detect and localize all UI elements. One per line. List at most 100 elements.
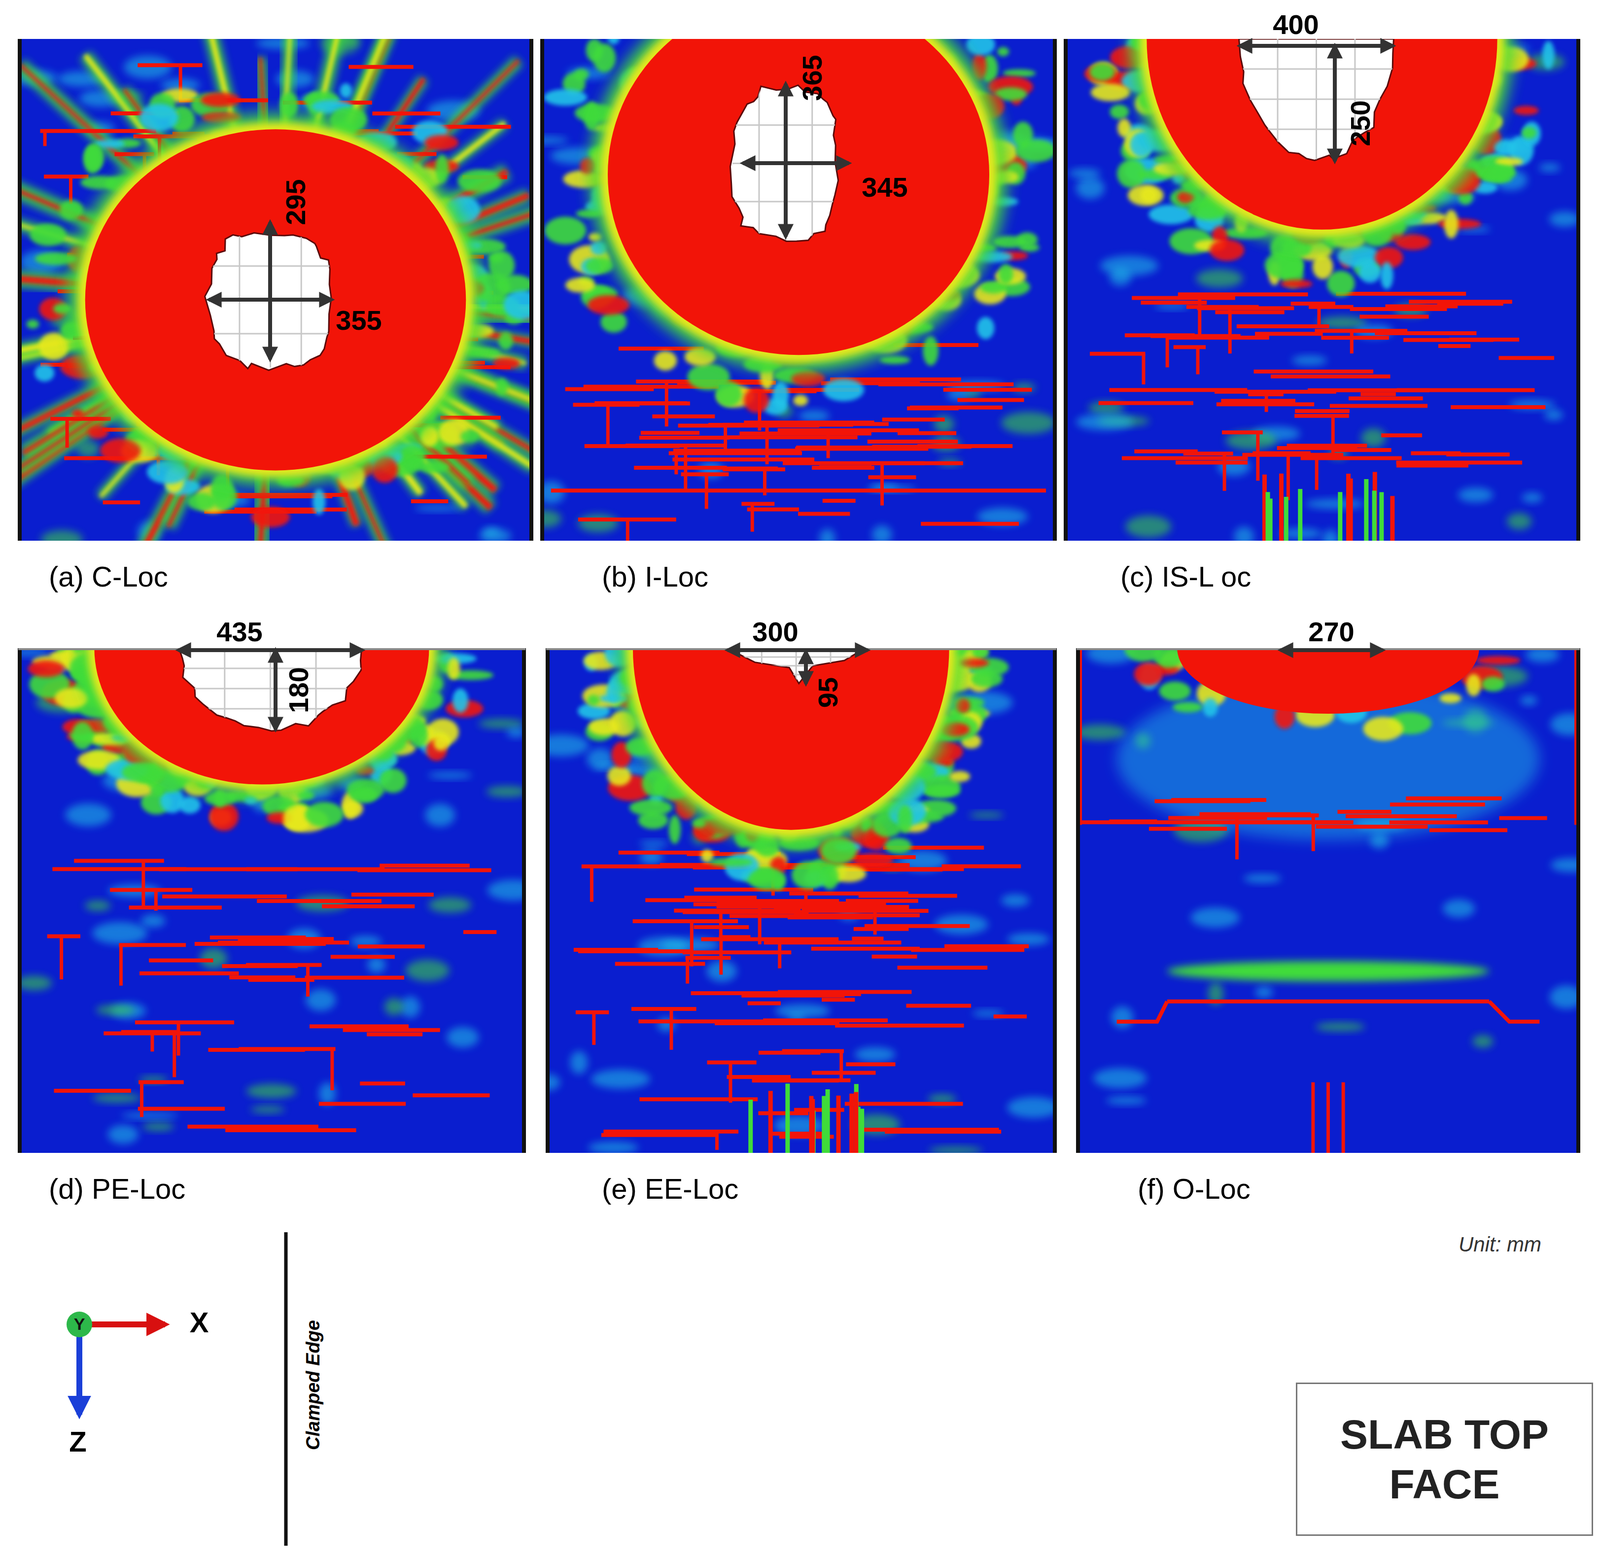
damage-speckle: [54, 688, 89, 709]
contour-patch: [1442, 899, 1475, 918]
crack-line: [785, 1083, 790, 1153]
crack-glow: [1498, 352, 1555, 363]
crack-line: [1363, 479, 1369, 541]
damage-fringe: [87, 648, 436, 791]
contour-patch: [40, 530, 83, 541]
clamped-edge: [521, 648, 526, 1153]
hole-grid: [1239, 38, 1394, 160]
damage-contour-panel: [1076, 648, 1580, 1153]
crack-line: [1438, 344, 1471, 348]
dimension-arrow: [273, 650, 278, 730]
damage-speckle: [339, 83, 352, 99]
crack-line: [372, 111, 441, 116]
damage-speckle: [607, 765, 631, 787]
dimension-value: 355: [335, 305, 382, 336]
crack-line: [944, 944, 1029, 949]
crack-line: [150, 1033, 154, 1052]
crack-glow: [135, 1017, 235, 1028]
damage-speckle: [1476, 165, 1516, 182]
crack-glow: [1197, 303, 1295, 314]
crack-glow: [758, 1047, 821, 1058]
crack-line: [1350, 307, 1448, 312]
crack-line: [715, 1131, 719, 1150]
damage-speckle: [884, 837, 912, 855]
damage-speckle: [949, 770, 971, 782]
crack-glow: [256, 896, 382, 906]
crack-line: [808, 1095, 814, 1153]
damage-speckle: [1444, 209, 1459, 239]
damage-contour-panel: [1064, 38, 1580, 541]
contour-patch: [1076, 176, 1105, 199]
crack-line: [868, 475, 916, 480]
crack-line: [1222, 453, 1227, 491]
unit-note: Unit: mm: [1458, 1233, 1542, 1256]
crack-glow: [897, 962, 988, 973]
crack-line: [1346, 473, 1351, 541]
crack-glow: [1381, 430, 1423, 441]
crack-glow: [581, 861, 661, 872]
contour-patch: [1125, 515, 1172, 538]
crack-glow: [1154, 796, 1251, 806]
contour-patch: [1196, 269, 1244, 288]
crack-line: [748, 1099, 753, 1153]
crack-line: [674, 453, 678, 475]
crack-line: [811, 465, 875, 470]
crack-line: [351, 892, 434, 897]
damage-fringe: [66, 112, 486, 488]
edge-legend-label: Clamped Edge: [303, 1320, 324, 1451]
damage-speckle: [59, 200, 84, 220]
crack-glow: [741, 498, 775, 509]
damage-fringe: [588, 38, 1009, 374]
crack-line: [463, 930, 497, 935]
crack-line: [1450, 405, 1546, 410]
crack-line: [882, 417, 945, 422]
damage-speckle: [71, 409, 84, 418]
crack-line: [141, 861, 145, 909]
crack-line: [795, 446, 929, 451]
hole-grid: [727, 648, 865, 684]
clamped-edge: [1063, 38, 1068, 541]
dimension-value: 270: [1308, 616, 1355, 648]
crack-line: [909, 405, 1003, 410]
crack-line: [52, 867, 187, 871]
crack-line: [747, 1001, 781, 1006]
dimension-arrow: [1280, 648, 1383, 653]
crack-glow: [858, 891, 958, 902]
crack-glow: [357, 941, 425, 952]
crack-glow: [668, 448, 802, 459]
contour-patch: [1520, 695, 1537, 706]
clamped-edge: [1576, 648, 1581, 1153]
clamped-edge: [17, 648, 22, 1153]
crack-line: [256, 899, 382, 904]
crack-line: [53, 1088, 131, 1093]
crack-line: [920, 521, 1019, 526]
clamped-edge: [1052, 38, 1057, 541]
crack-glow: [1134, 446, 1198, 457]
crack-line: [1379, 491, 1384, 541]
crack-line: [65, 418, 70, 449]
damage-speckle: [1481, 676, 1505, 692]
contour-patch: [570, 1050, 589, 1075]
crack-glow: [819, 462, 872, 473]
contour-patch: [1458, 487, 1494, 503]
contour-patch: [427, 771, 472, 779]
damage-speckle: [654, 350, 678, 371]
crack-line: [1268, 498, 1273, 541]
crack-line: [725, 466, 778, 471]
damage-speckle: [1002, 69, 1036, 77]
crack-line: [645, 898, 744, 903]
crack-line: [844, 1102, 964, 1107]
crack-glow: [359, 1078, 406, 1089]
title-box: SLAB TOP FACE: [1295, 1382, 1594, 1536]
damage-speckle: [1127, 184, 1164, 207]
damage-speckle: [178, 796, 201, 814]
damage-speckle: [585, 257, 614, 275]
damage-speckle: [592, 43, 617, 73]
damage-speckle: [966, 38, 996, 56]
crack-line: [758, 906, 762, 945]
crack-glow: [463, 927, 497, 938]
crack-line: [139, 1082, 144, 1118]
crack-glow: [632, 916, 739, 927]
crack-glow: [1220, 395, 1296, 406]
free-edge: [18, 648, 526, 651]
